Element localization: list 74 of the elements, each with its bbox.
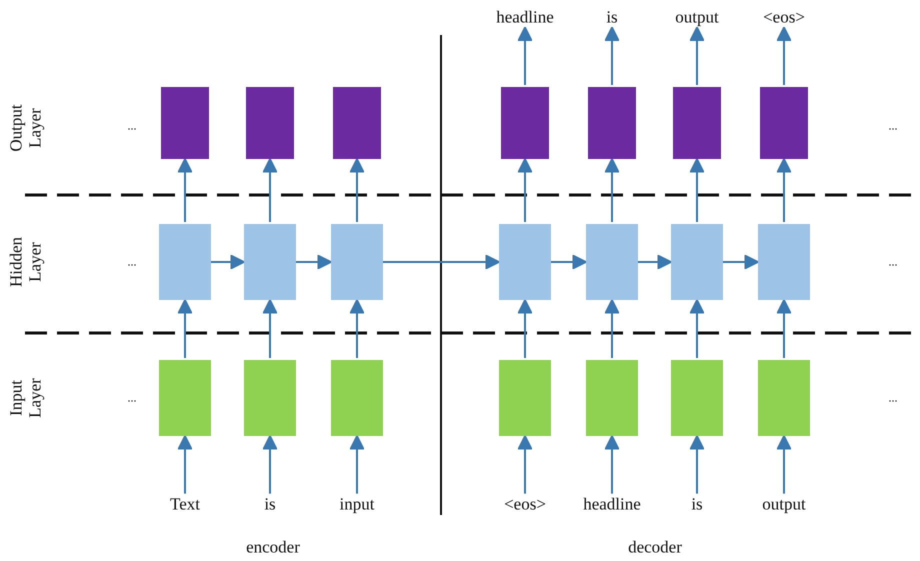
arrow bbox=[776, 158, 792, 222]
ellipsis: ... bbox=[128, 391, 136, 405]
input-word: headline bbox=[583, 496, 641, 514]
layer-label: Output Layer bbox=[7, 103, 45, 154]
input-unit bbox=[758, 360, 810, 436]
input-word: <eos> bbox=[504, 496, 546, 514]
arrow bbox=[723, 254, 760, 270]
layer-label: Hidden Layer bbox=[7, 236, 45, 290]
ellipsis: ... bbox=[888, 255, 898, 269]
arrow bbox=[689, 298, 705, 358]
output-unit bbox=[161, 87, 209, 159]
hidden-unit bbox=[499, 224, 551, 300]
arrow bbox=[604, 434, 620, 494]
arrow bbox=[689, 158, 705, 222]
input-unit bbox=[331, 360, 383, 436]
arrow bbox=[776, 298, 792, 358]
input-unit bbox=[244, 360, 296, 436]
output-word: <eos> bbox=[763, 8, 805, 28]
output-unit bbox=[673, 87, 721, 159]
arrow bbox=[776, 434, 792, 494]
input-unit bbox=[671, 360, 723, 436]
output-unit bbox=[588, 87, 636, 159]
arrow bbox=[638, 254, 672, 270]
arrow bbox=[262, 158, 278, 222]
arrow bbox=[349, 298, 365, 358]
output-unit bbox=[333, 87, 381, 159]
section-label: decoder bbox=[628, 538, 682, 558]
output-unit bbox=[501, 87, 549, 159]
input-unit bbox=[499, 360, 551, 436]
arrow bbox=[296, 254, 332, 270]
input-word: is bbox=[264, 496, 276, 514]
arrow bbox=[517, 158, 533, 222]
ellipsis: ... bbox=[888, 391, 898, 405]
output-unit bbox=[760, 87, 808, 159]
ellipsis: ... bbox=[128, 255, 136, 269]
output-word: is bbox=[606, 8, 618, 28]
output-word: headline bbox=[496, 8, 554, 28]
arrow bbox=[177, 434, 193, 494]
arrow bbox=[604, 26, 620, 85]
input-unit bbox=[159, 360, 211, 436]
input-word: Text bbox=[170, 496, 200, 514]
arrow bbox=[177, 158, 193, 222]
input-word: input bbox=[340, 496, 374, 514]
arrow bbox=[383, 254, 500, 270]
ellipsis: ... bbox=[888, 119, 898, 133]
arrow bbox=[349, 158, 365, 222]
arrow bbox=[689, 26, 705, 85]
hidden-unit bbox=[159, 224, 211, 300]
arrow bbox=[517, 26, 533, 85]
arrow bbox=[349, 434, 365, 494]
input-word: is bbox=[691, 496, 703, 514]
hidden-unit bbox=[671, 224, 723, 300]
layer-label: Input Layer bbox=[7, 377, 45, 420]
arrow bbox=[689, 434, 705, 494]
output-unit bbox=[246, 87, 294, 159]
arrow bbox=[604, 298, 620, 358]
hidden-unit bbox=[331, 224, 383, 300]
arrow bbox=[262, 434, 278, 494]
arrow bbox=[262, 298, 278, 358]
arrow bbox=[211, 254, 246, 270]
arrow bbox=[551, 254, 588, 270]
section-label: encoder bbox=[246, 538, 300, 558]
input-word: output bbox=[762, 496, 806, 514]
hidden-unit bbox=[244, 224, 296, 300]
arrow bbox=[776, 26, 792, 85]
hidden-unit bbox=[758, 224, 810, 300]
arrow bbox=[517, 434, 533, 494]
arrow bbox=[177, 298, 193, 358]
arrow bbox=[517, 298, 533, 358]
ellipsis: ... bbox=[128, 119, 136, 133]
input-unit bbox=[586, 360, 638, 436]
hidden-unit bbox=[586, 224, 638, 300]
output-word: output bbox=[675, 8, 719, 28]
arrow bbox=[604, 158, 620, 222]
